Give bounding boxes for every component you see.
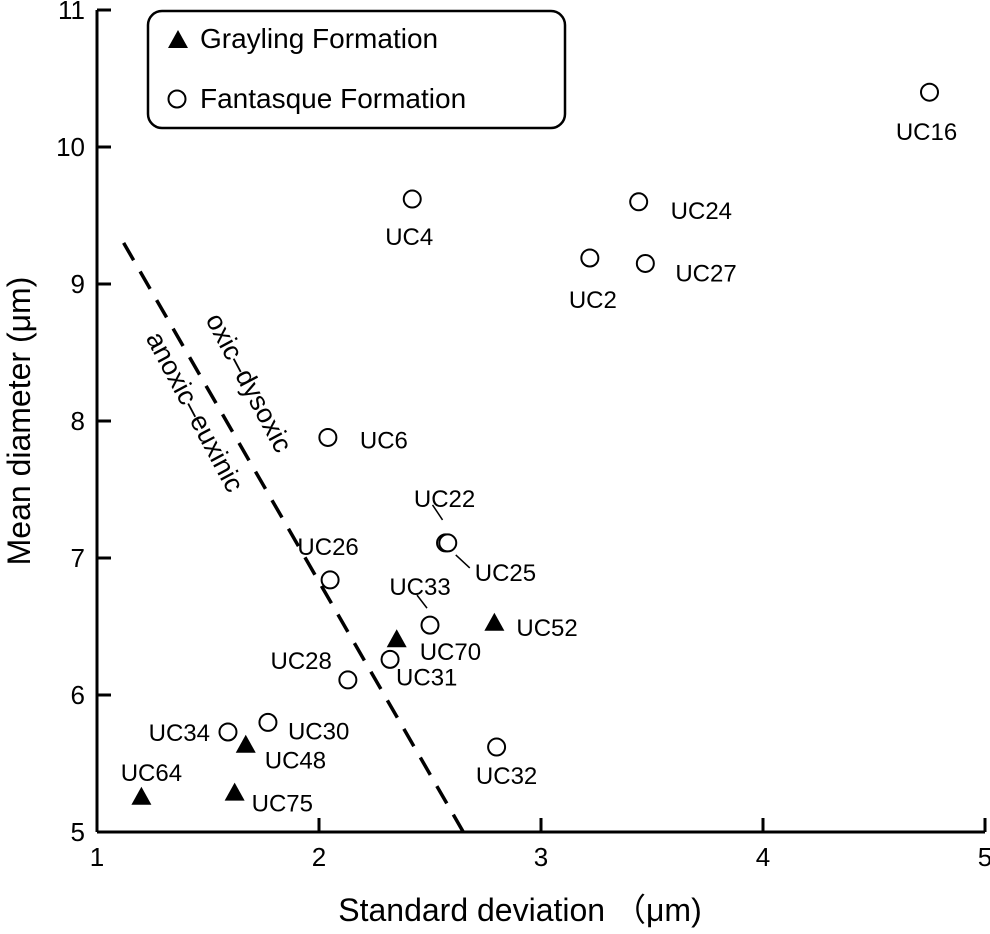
axes [95,10,985,834]
leader-line-uc22 [431,504,444,521]
y-axis-title: Mean diameter (μm) [1,277,37,566]
marker-uc2 [580,248,600,268]
marker-uc4 [402,189,422,209]
y-tick-label-11: 11 [58,0,85,25]
marker-uc6 [318,427,338,447]
marker-uc70 [386,629,407,648]
x-tick-label-2: 2 [312,842,326,872]
boundary-dashed-line [122,242,465,833]
leader-line-uc25 [455,554,471,569]
point-label-uc31: UC31 [396,664,457,691]
point-label-uc33: UC33 [389,574,450,601]
point-label-uc52: UC52 [516,615,577,642]
legend-label-fantasque: Fantasque Formation [200,83,466,114]
marker-uc34 [218,722,238,742]
point-label-uc28: UC28 [271,648,332,675]
marker-uc48 [235,734,256,753]
point-label-uc24: UC24 [671,198,732,225]
point-label-uc75: UC75 [252,791,313,818]
x-tick-label-4: 4 [756,842,770,872]
point-label-uc30: UC30 [288,718,349,745]
legend-box [146,9,567,130]
marker-uc27 [635,253,655,273]
y-tick-label-5: 5 [71,817,85,847]
tick-marks: 1 2 3 4 5 5 6 7 8 9 10 11 [56,0,990,872]
point-label-uc48: UC48 [265,748,326,775]
y-tick-label-10: 10 [56,132,85,162]
point-label-uc6: UC6 [360,427,408,454]
x-tick-label-1: 1 [90,842,104,872]
legend-marker-grayling [168,30,188,48]
y-tick-label-9: 9 [71,269,85,299]
point-label-uc2: UC2 [569,287,617,314]
boundary-group [122,242,465,833]
point-label-uc4: UC4 [385,224,433,251]
marker-uc64 [131,786,152,805]
x-tick-label-5: 5 [978,842,990,872]
point-label-uc16: UC16 [896,119,957,146]
point-label-uc70: UC70 [420,639,481,666]
marker-uc24 [629,192,649,212]
legend-marker-fantasque [167,89,187,109]
marker-uc75 [224,782,245,801]
point-label-uc25: UC25 [475,560,536,587]
y-tick-label-8: 8 [71,406,85,436]
point-label-uc22: UC22 [414,486,475,513]
legend-label-grayling: Grayling Formation [200,23,438,54]
x-axis-title: Standard deviation （μm) [338,892,702,928]
point-label-uc26: UC26 [297,534,358,561]
marker-uc33 [420,615,440,635]
marker-uc31 [380,649,400,669]
point-label-uc32: UC32 [476,763,537,790]
marker-uc16 [920,82,939,102]
marker-uc30 [258,712,278,732]
marker-uc25 [438,533,458,553]
marker-uc28 [338,670,358,690]
leader-line-uc33 [416,594,428,609]
marker-uc32 [487,737,507,757]
marker-uc52 [484,612,505,631]
legend: Grayling Formation Fantasque Formation [146,9,567,130]
point-label-uc64: UC64 [121,760,182,787]
point-label-uc27: UC27 [675,260,736,287]
marker-uc26 [320,570,340,590]
y-tick-label-7: 7 [71,543,85,573]
y-tick-label-6: 6 [71,680,85,710]
point-label-uc34: UC34 [149,720,210,747]
x-tick-label-3: 3 [534,842,548,872]
